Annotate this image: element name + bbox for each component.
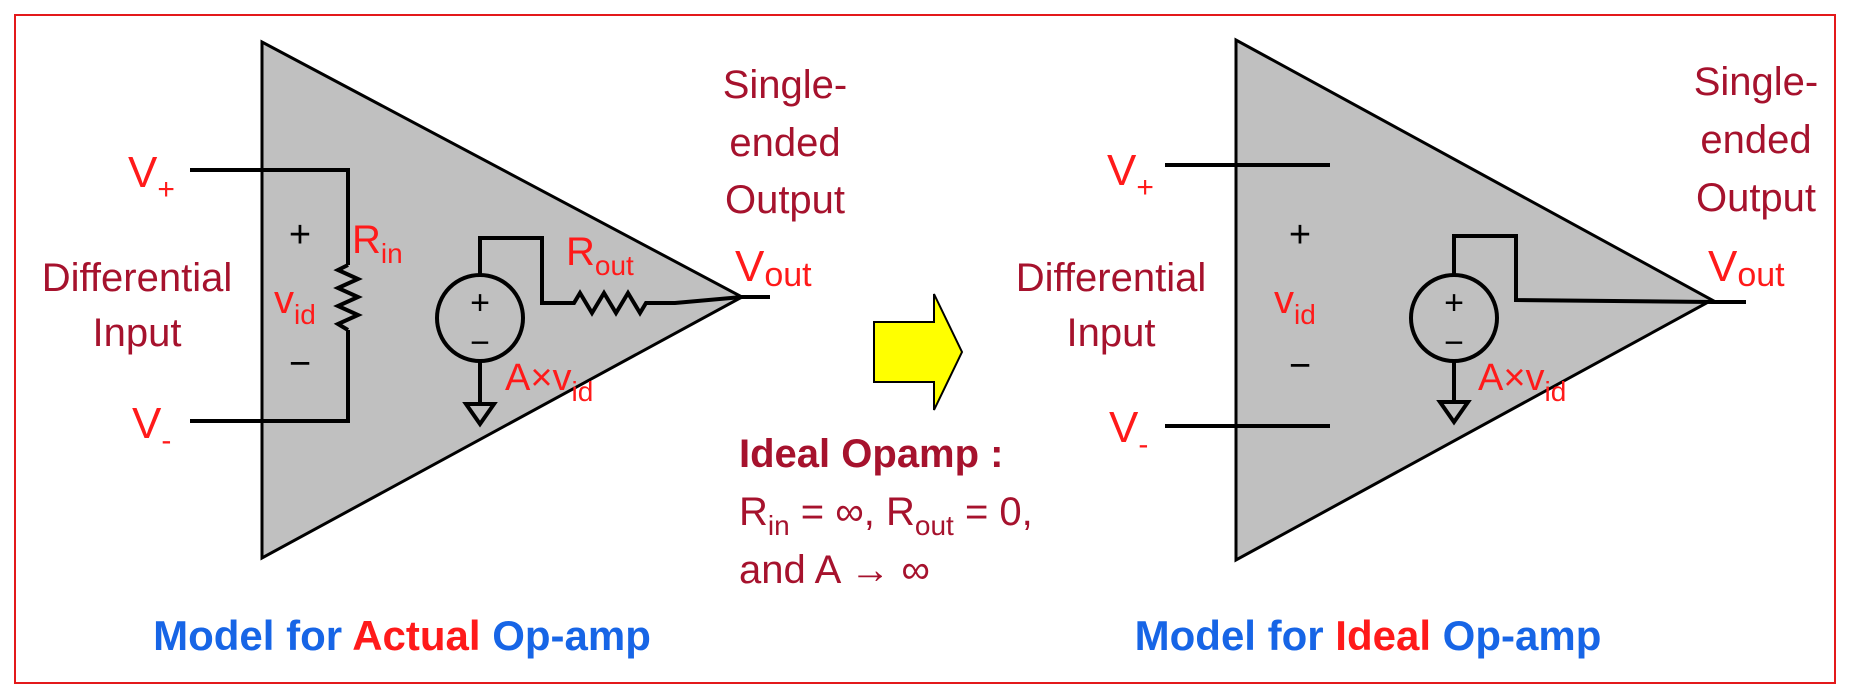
transition-group: Ideal Opamp : Rin = ∞, Rout = 0, and A →… <box>739 293 1033 592</box>
actual-diff-input-line1: Differential <box>42 256 232 300</box>
actual-source-plus: + <box>470 284 490 322</box>
ideal-output-line2: ended <box>1700 118 1811 162</box>
ideal-opamp-model: + − V+ V- Differential Input + vid − A×v… <box>1016 37 1819 659</box>
actual-opamp-triangle <box>260 39 746 561</box>
actual-output-wire <box>478 236 770 317</box>
actual-ground-symbol <box>462 402 498 428</box>
ideal-vminus-label: V- <box>1109 403 1148 461</box>
actual-vminus-wire <box>190 330 350 423</box>
actual-opamp-model: + − V+ V- Differential Input + vid − Rin <box>42 39 848 659</box>
right-arrow-icon <box>873 293 964 411</box>
actual-vminus-label: V- <box>132 399 171 457</box>
ideal-caption: Model for Ideal Op-amp <box>1135 612 1602 659</box>
ideal-conditions-line2: and A → ∞ <box>739 548 930 592</box>
ideal-diff-input-line1: Differential <box>1016 256 1206 300</box>
ideal-source-minus: − <box>1444 324 1464 362</box>
actual-vid-plus: + <box>289 214 311 256</box>
actual-vplus-wire <box>190 168 350 265</box>
ideal-opamp-title: Ideal Opamp : <box>739 432 1004 476</box>
rin-label: Rin <box>352 218 403 269</box>
ideal-output-line1: Single- <box>1694 60 1819 104</box>
ideal-vout-label: Vout <box>1708 242 1785 294</box>
actual-source-minus: − <box>470 324 490 362</box>
ideal-ground-symbol <box>1436 400 1472 426</box>
ideal-vid-minus: − <box>1289 345 1311 387</box>
actual-vid-minus: − <box>289 343 311 385</box>
actual-caption: Model for Actual Op-amp <box>153 612 651 659</box>
rin-resistor <box>333 263 363 332</box>
ideal-vid-plus: + <box>1289 214 1311 256</box>
ideal-gain-label: A×vid <box>1478 357 1566 407</box>
ideal-diff-input-line2: Input <box>1067 311 1156 355</box>
ideal-output-wire <box>1452 234 1746 304</box>
actual-output-line3: Output <box>725 178 845 222</box>
ideal-vid-label: vid <box>1274 278 1316 330</box>
ideal-conditions-line1: Rin = ∞, Rout = 0, <box>739 490 1033 541</box>
actual-vplus-label: V+ <box>128 148 175 206</box>
ideal-opamp-triangle <box>1234 37 1716 563</box>
actual-diff-input-line2: Input <box>93 311 182 355</box>
actual-vout-label: Vout <box>735 242 812 294</box>
actual-output-line1: Single- <box>723 63 848 107</box>
actual-gain-label: A×vid <box>505 357 593 407</box>
ideal-source-plus: + <box>1444 284 1464 322</box>
ideal-vplus-label: V+ <box>1107 146 1154 204</box>
actual-vid-label: vid <box>274 278 316 330</box>
ideal-output-line3: Output <box>1696 176 1816 220</box>
actual-output-line2: ended <box>729 121 840 165</box>
rout-label: Rout <box>566 230 634 281</box>
